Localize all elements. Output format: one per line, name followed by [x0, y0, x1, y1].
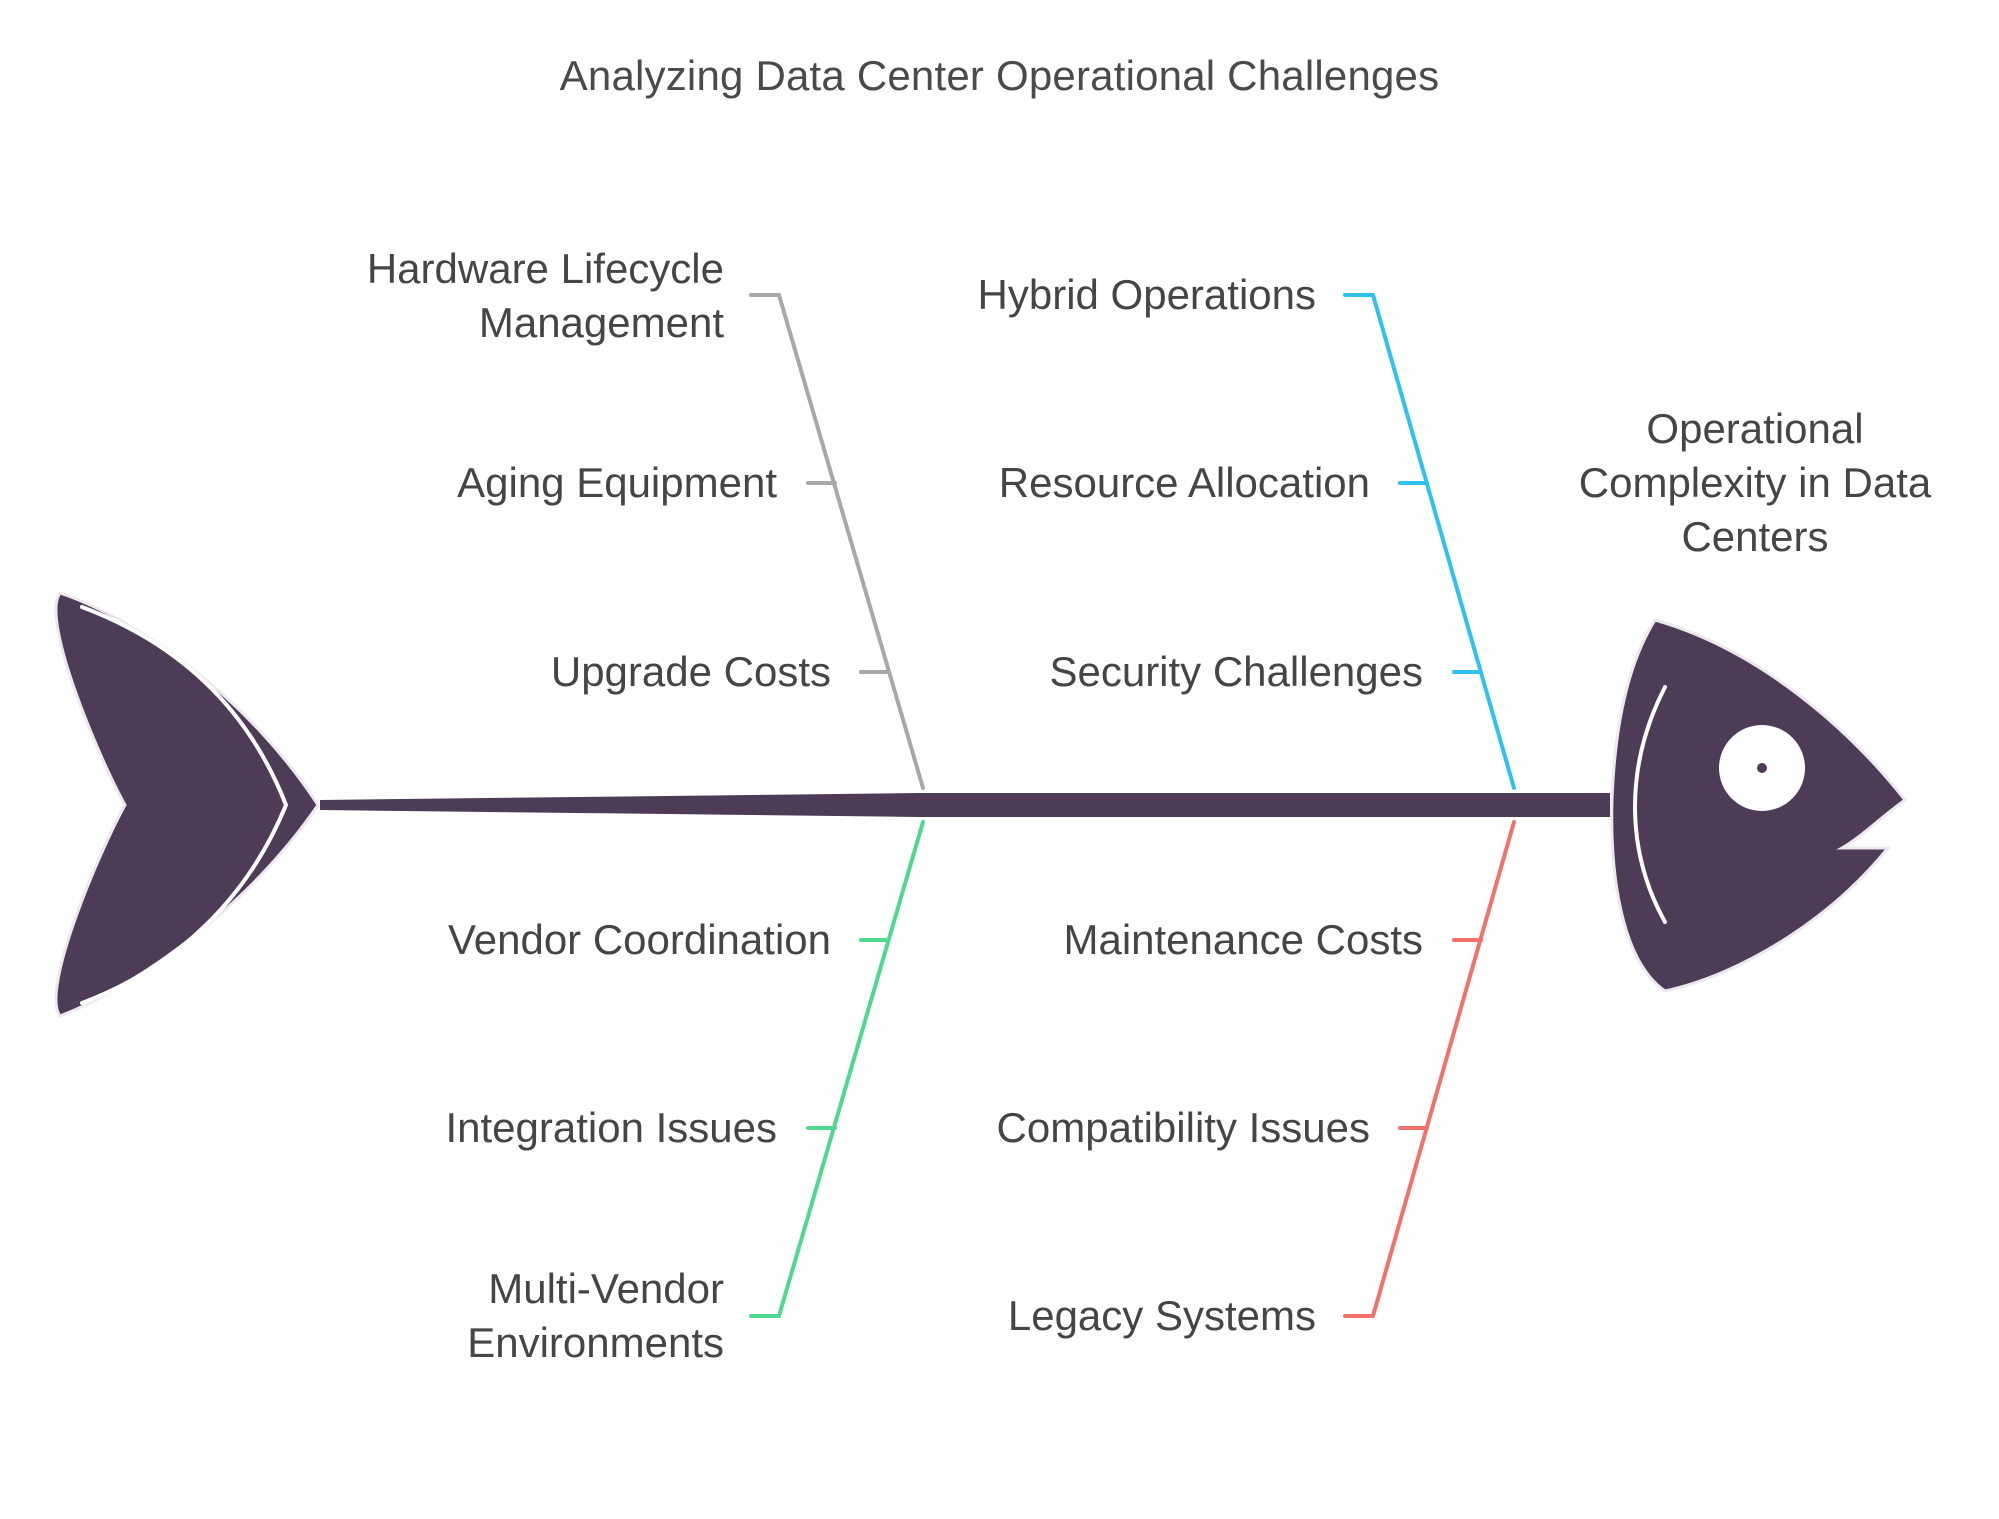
cause-label-line: Management: [478, 299, 724, 346]
bone-bottom-left: [749, 820, 925, 1318]
bone-top-right: [1343, 293, 1516, 790]
effect-label: Operational Complexity in Data Centers: [1530, 402, 1980, 564]
branch-bottom-left: [749, 820, 925, 1318]
cause-label-line: Hardware Lifecycle: [366, 245, 724, 292]
effect-line-2: Complexity in Data: [1578, 459, 1932, 506]
fish-head: [1610, 618, 1908, 993]
bone-bottom-right: [1343, 820, 1516, 1318]
branch-bottom-right: [1343, 820, 1516, 1318]
cause-security-challenges: Security Challenges: [1049, 648, 1423, 695]
cause-label-line: Environments: [467, 1319, 724, 1366]
fish-spine: [320, 793, 1610, 817]
cause-aging-equipment: Aging Equipment: [457, 459, 777, 506]
bone-top-left: [749, 293, 925, 790]
cause-hardware-lifecycle-management: Hardware Lifecycle Management: [200, 242, 724, 350]
cause-compatibility-issues: Compatibility Issues: [996, 1104, 1370, 1151]
cause-integration-issues: Integration Issues: [445, 1104, 777, 1151]
cause-upgrade-costs: Upgrade Costs: [550, 648, 831, 695]
diagram-title: Analyzing Data Center Operational Challe…: [559, 52, 1440, 99]
branch-top-left: [749, 293, 925, 790]
branch-top-right: [1343, 293, 1516, 790]
fish-tail: [54, 591, 320, 1018]
cause-maintenance-costs: Maintenance Costs: [1063, 916, 1423, 963]
effect-line-1: Operational: [1646, 405, 1864, 452]
cause-legacy-systems: Legacy Systems: [1007, 1292, 1316, 1339]
cause-multi-vendor-environments: Multi-Vendor Environments: [200, 1262, 724, 1370]
cause-hybrid-operations: Hybrid Operations: [977, 271, 1316, 318]
effect-line-3: Centers: [1681, 513, 1829, 560]
cause-resource-allocation: Resource Allocation: [998, 459, 1370, 506]
cause-vendor-coordination: Vendor Coordination: [448, 916, 831, 963]
cause-label-line: Multi-Vendor: [488, 1265, 724, 1312]
